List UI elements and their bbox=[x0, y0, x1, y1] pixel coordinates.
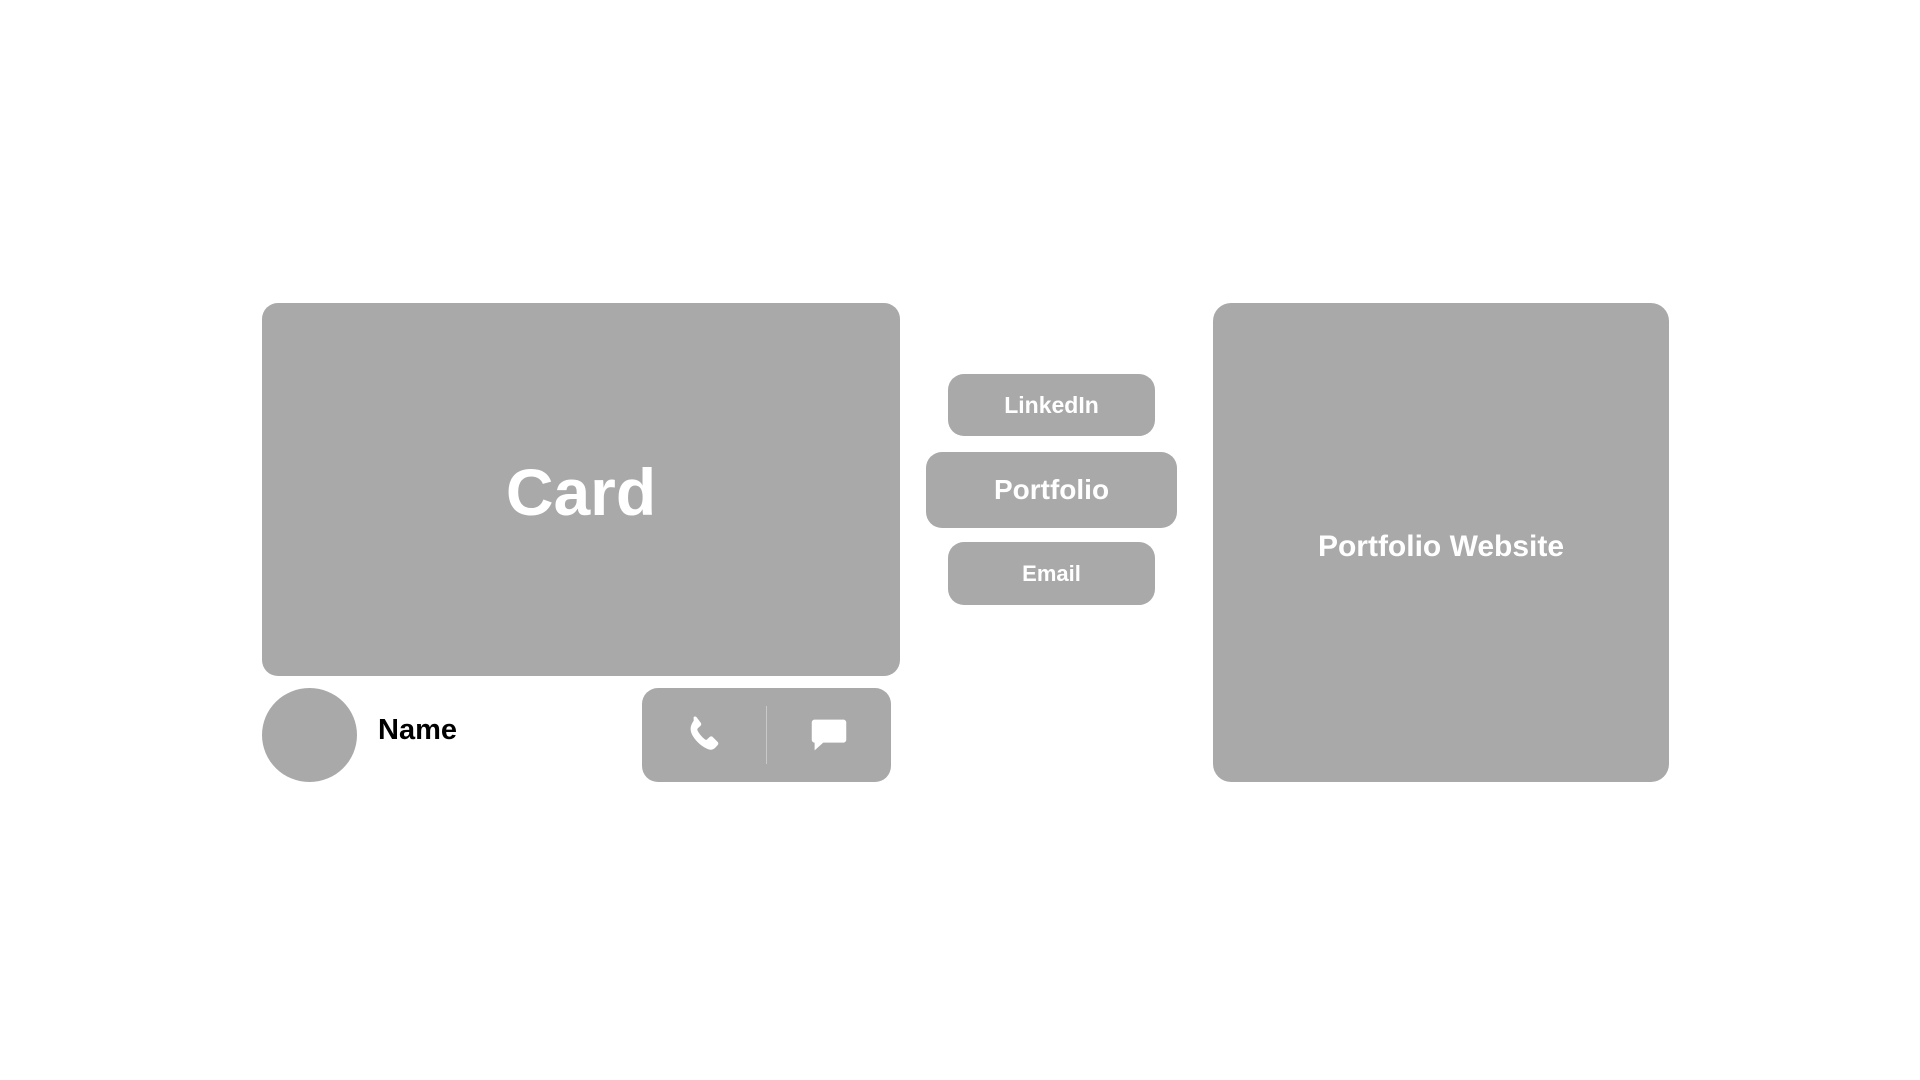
website-label: Portfolio Website bbox=[1317, 529, 1565, 563]
profile-name: Name bbox=[378, 714, 457, 746]
message-icon bbox=[811, 719, 847, 751]
linkedin-label: LinkedIn bbox=[1004, 391, 1099, 418]
portfolio-label: Portfolio bbox=[993, 474, 1110, 505]
contact-actions bbox=[642, 688, 891, 782]
message-button[interactable] bbox=[767, 688, 891, 782]
email-label: Email bbox=[1022, 560, 1081, 586]
email-button[interactable]: Email bbox=[948, 542, 1155, 605]
card-placeholder: Card bbox=[262, 303, 900, 676]
card-label: Card bbox=[505, 454, 657, 529]
action-divider bbox=[765, 706, 768, 764]
avatar bbox=[262, 688, 357, 782]
portfolio-website-placeholder: Portfolio Website bbox=[1213, 303, 1669, 782]
call-button[interactable] bbox=[642, 688, 766, 782]
portfolio-button[interactable]: Portfolio bbox=[926, 452, 1177, 528]
linkedin-button[interactable]: LinkedIn bbox=[948, 374, 1155, 436]
phone-icon bbox=[690, 716, 719, 750]
